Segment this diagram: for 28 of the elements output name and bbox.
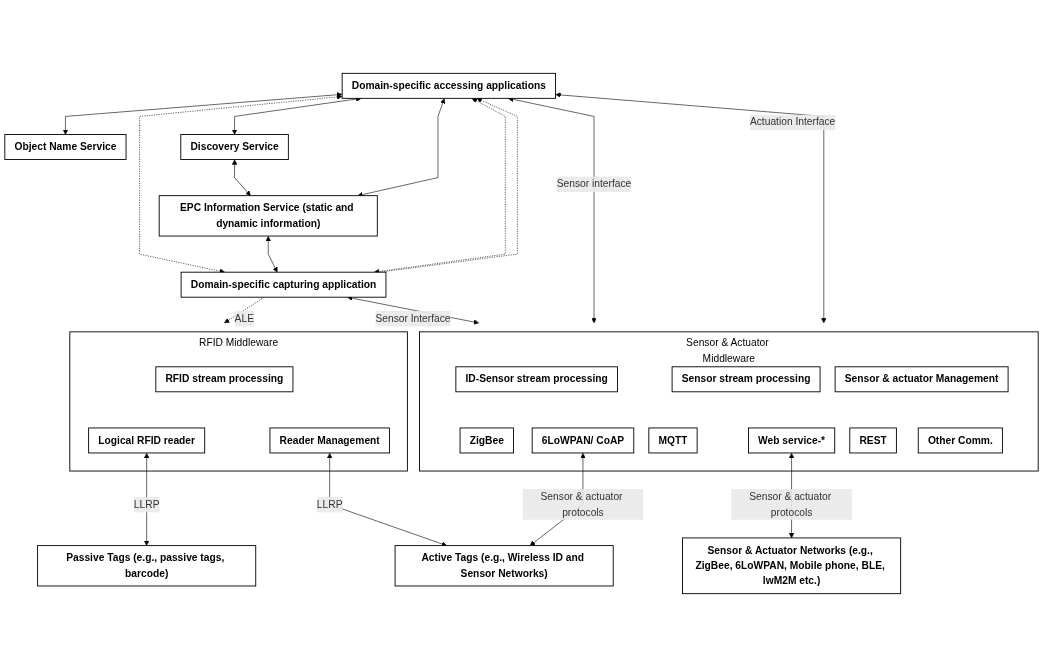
edge-label: Sensor & actuator protocols (749, 490, 832, 518)
node-box: Logical RFID reader (88, 427, 206, 454)
node-box: Sensor & actuator Management (834, 366, 1009, 393)
node-box: 6LoWPAN/ CoAP (531, 427, 635, 454)
node-box: Object Name Service (4, 134, 127, 160)
node-box: Domain-specific accessing applications (341, 72, 557, 99)
node-box: ID-Sensor stream processing (455, 366, 618, 393)
edge-label: LLRP (316, 498, 343, 511)
node-box: Other Comm. (917, 427, 1003, 454)
node-box: ZigBee (459, 427, 514, 454)
node-box: Sensor stream processing (671, 366, 821, 393)
edge-label: LLRP (133, 498, 160, 511)
edge-label: ALE (234, 312, 254, 325)
edge-label: Sensor & actuator protocols (540, 490, 623, 518)
edge-label: Sensor Interface (375, 312, 451, 325)
node-box: Web service-* (748, 427, 836, 454)
edge-label: Sensor interface (556, 178, 632, 190)
node-box: Passive Tags (e.g., passive tags, barcode) (37, 545, 257, 587)
node-box: EPC Information Service (static and dynamic information) (158, 195, 378, 237)
node-box: Active Tags (e.g., Wireless ID and Sensor Networks) (394, 545, 614, 587)
node-box: REST (849, 427, 897, 454)
node-box: Domain-specific capturing application (180, 271, 387, 298)
node-box: Reader Management (269, 427, 390, 454)
node-box: Discovery Service (180, 134, 289, 160)
node-box: RFID stream processing (155, 366, 294, 393)
edge-label: Actuation Interface (749, 116, 836, 128)
node-box: Sensor & Actuator Networks (e.g., ZigBee, 6LoWPAN, Mobile phone, BLE, lwM2M etc.) (682, 537, 902, 595)
node-box: MQTT (648, 427, 698, 454)
